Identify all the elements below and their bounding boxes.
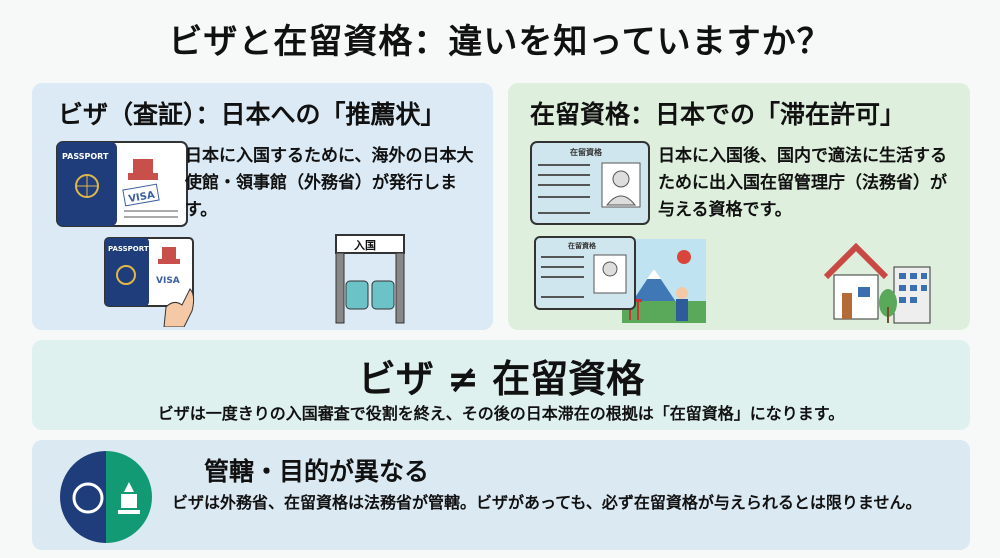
svg-text:在留資格: 在留資格	[570, 147, 603, 157]
jurisdiction-text: ビザは外務省、在留資格は法務省が管轄。ビザがあっても、必ず在留資格が与えられると…	[172, 493, 922, 512]
entry-gate-icon: 入国	[335, 234, 405, 324]
passport-visa-icon: PASSPORT VISA	[56, 141, 188, 227]
jurisdiction-panel: 管轄・目的が異なる ビザは外務省、在留資格は法務省が管轄。ビザがあっても、必ず在…	[32, 440, 970, 550]
residence-panel: 在留資格：日本での「滞在許可」 在留資格 日本に入国後、国内で適法に生活するため…	[508, 83, 970, 330]
svg-text:VISA: VISA	[156, 276, 180, 286]
svg-text:PASSPORT: PASSPORT	[108, 245, 149, 253]
residence-heading: 在留資格：日本での「滞在許可」	[530, 100, 906, 129]
comparison-text: ビザは一度きりの入国審査で役割を終え、その後の日本滞在の根拠は「在留資格」になり…	[157, 404, 845, 423]
visa-heading: ビザ（査証）：日本への「推薦状」	[58, 100, 446, 129]
jurisdiction-heading: 管轄・目的が異なる	[204, 457, 430, 486]
page-title: ビザと在留資格：違いを知っていますか？	[168, 22, 832, 62]
house-building-icon	[823, 242, 931, 324]
residence-description: 日本に入国後、国内で適法に生活するために出入国在留管理庁（法務省）が与える資格で…	[658, 146, 947, 220]
visa-description: 日本に入国するために、海外の日本大使館・領事館（外務省）が発行します。	[185, 146, 474, 220]
comparison-heading: ビザ ≠ 在留資格	[357, 357, 645, 401]
residence-card-fuji-icon: 在留資格	[534, 236, 706, 323]
visa-panel: ビザ（査証）：日本への「推薦状」 PASSPORT VISA 日本に入国するため…	[32, 83, 493, 330]
residence-card-icon: 在留資格	[530, 141, 650, 225]
svg-text:PASSPORT: PASSPORT	[62, 152, 109, 161]
ministries-emblem-icon	[60, 451, 152, 543]
passport-in-hand-icon: PASSPORT VISA	[104, 237, 195, 327]
comparison-panel: ビザ ≠ 在留資格 ビザは一度きりの入国審査で役割を終え、その後の日本滞在の根拠…	[32, 340, 970, 430]
svg-text:入国: 入国	[354, 239, 376, 252]
svg-text:VISA: VISA	[128, 190, 156, 205]
svg-text:在留資格: 在留資格	[568, 241, 597, 250]
